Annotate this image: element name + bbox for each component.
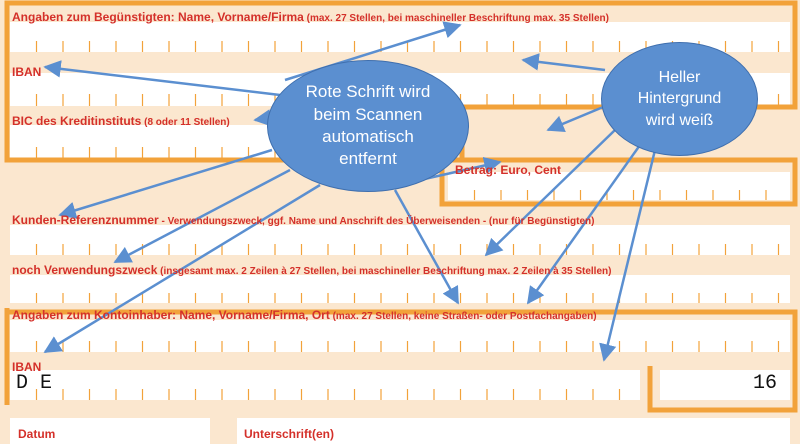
date-label-text: Datum bbox=[18, 427, 56, 441]
reference-label-bold: Kunden-Referenznummer bbox=[12, 213, 159, 227]
callout-arrow-left-8 bbox=[393, 189, 460, 305]
account-holder-label-bold: Angaben zum Kontoinhaber: bbox=[12, 308, 176, 322]
purpose-boxes bbox=[10, 275, 790, 303]
reference-boxes bbox=[10, 225, 790, 255]
callout-arrow-right-3 bbox=[484, 129, 616, 257]
callout-arrow-right-1 bbox=[521, 53, 606, 72]
bic-label-note: (8 oder 11 Stellen) bbox=[141, 117, 230, 128]
callout-arrow-left-7 bbox=[43, 183, 321, 354]
reference-label-note: - Verwendungszweck, ggf. Name und Anschr… bbox=[158, 216, 595, 227]
callout-background-lines: Heller Hintergrund wird weiß bbox=[638, 67, 722, 130]
payer-iban-boxes-bg bbox=[10, 370, 640, 400]
payer-iban-label-text: IBAN bbox=[12, 360, 42, 374]
beneficiary-label: Angaben zum Begünstigten: Name, Vorname/… bbox=[12, 8, 609, 26]
account-holder-label-rest: Name, Vorname/Firma, Ort bbox=[176, 308, 330, 322]
signature-label-text: Unterschrift(en) bbox=[244, 427, 335, 441]
form-number: 16 bbox=[753, 372, 778, 395]
callout-arrow-left-6 bbox=[113, 168, 291, 264]
beneficiary-label-bold: Angaben zum Begünstigten: bbox=[12, 10, 175, 24]
beneficiary-label-note: (max. 27 Stellen, bei maschineller Besch… bbox=[303, 13, 609, 24]
reference-label: Kunden-Referenznummer - Verwendungszweck… bbox=[12, 211, 594, 229]
amount-frame bbox=[439, 157, 798, 207]
callout-arrow-right-5 bbox=[599, 149, 657, 362]
signature-field bbox=[237, 418, 790, 444]
callout-arrow-right-2 bbox=[546, 103, 609, 133]
callout-arrow-left-4 bbox=[419, 156, 502, 182]
purpose-label-note: (insgesamt max. 2 Zeilen à 27 Stellen, b… bbox=[157, 266, 612, 277]
callout-right-line-1: Heller bbox=[658, 69, 701, 87]
account-holder-boxes bbox=[10, 320, 790, 352]
signature-label: Unterschrift(en) bbox=[244, 425, 334, 443]
callout-arrow-right-4 bbox=[526, 144, 642, 305]
iban-label: IBAN bbox=[12, 63, 41, 81]
date-field bbox=[10, 418, 210, 444]
purpose-label-bold: noch Verwendungszweck bbox=[12, 263, 158, 277]
account-holder-frame bbox=[7, 309, 798, 413]
date-label: Datum bbox=[18, 425, 55, 443]
payer-iban-char-2[interactable]: E bbox=[40, 372, 53, 395]
account-holder-boxes-bg bbox=[10, 320, 790, 352]
account-holder-label: Angaben zum Kontoinhaber: Name, Vorname/… bbox=[12, 306, 597, 324]
callout-right-line-2: Hintergrund bbox=[637, 90, 722, 108]
payer-iban-label: IBAN bbox=[12, 358, 41, 376]
account-holder-label-note: (max. 27 Stellen, keine Straßen- oder Po… bbox=[329, 311, 597, 322]
form-number-box bbox=[660, 370, 790, 400]
purpose-boxes-bg bbox=[10, 275, 790, 303]
iban-label-text: IBAN bbox=[12, 65, 42, 79]
callout-red-text-lines: Rote Schrift wird beim Scannen automatis… bbox=[306, 81, 431, 171]
callout-left-line-2: beim Scannen bbox=[313, 104, 423, 124]
beneficiary-name-boxes bbox=[10, 22, 790, 52]
callout-right-line-3: wird weiß bbox=[645, 111, 714, 129]
payer-iban-boxes bbox=[10, 370, 640, 400]
payer-iban-char-1[interactable]: D bbox=[16, 372, 29, 395]
amount-label-text: Betrag: Euro, Cent bbox=[455, 163, 562, 177]
callout-background-white: Heller Hintergrund wird weiß bbox=[601, 42, 758, 156]
callout-red-text-removed: Rote Schrift wird beim Scannen automatis… bbox=[267, 60, 469, 192]
callout-left-line-3: automatisch bbox=[322, 127, 414, 146]
beneficiary-label-rest: Name, Vorname/Firma bbox=[174, 10, 304, 24]
bic-label-bold: BIC des Kreditinstituts bbox=[12, 114, 142, 128]
callout-left-line-1: Rote Schrift wird bbox=[305, 82, 431, 102]
callout-arrow-left-1 bbox=[43, 60, 281, 97]
bic-label: BIC des Kreditinstituts (8 oder 11 Stell… bbox=[12, 112, 230, 130]
callout-left-line-4: entfernt bbox=[339, 149, 397, 169]
callout-arrow-left-5 bbox=[58, 148, 273, 219]
amount-label: Betrag: Euro, Cent bbox=[455, 161, 561, 179]
purpose-label: noch Verwendungszweck (insgesamt max. 2 … bbox=[12, 261, 611, 279]
